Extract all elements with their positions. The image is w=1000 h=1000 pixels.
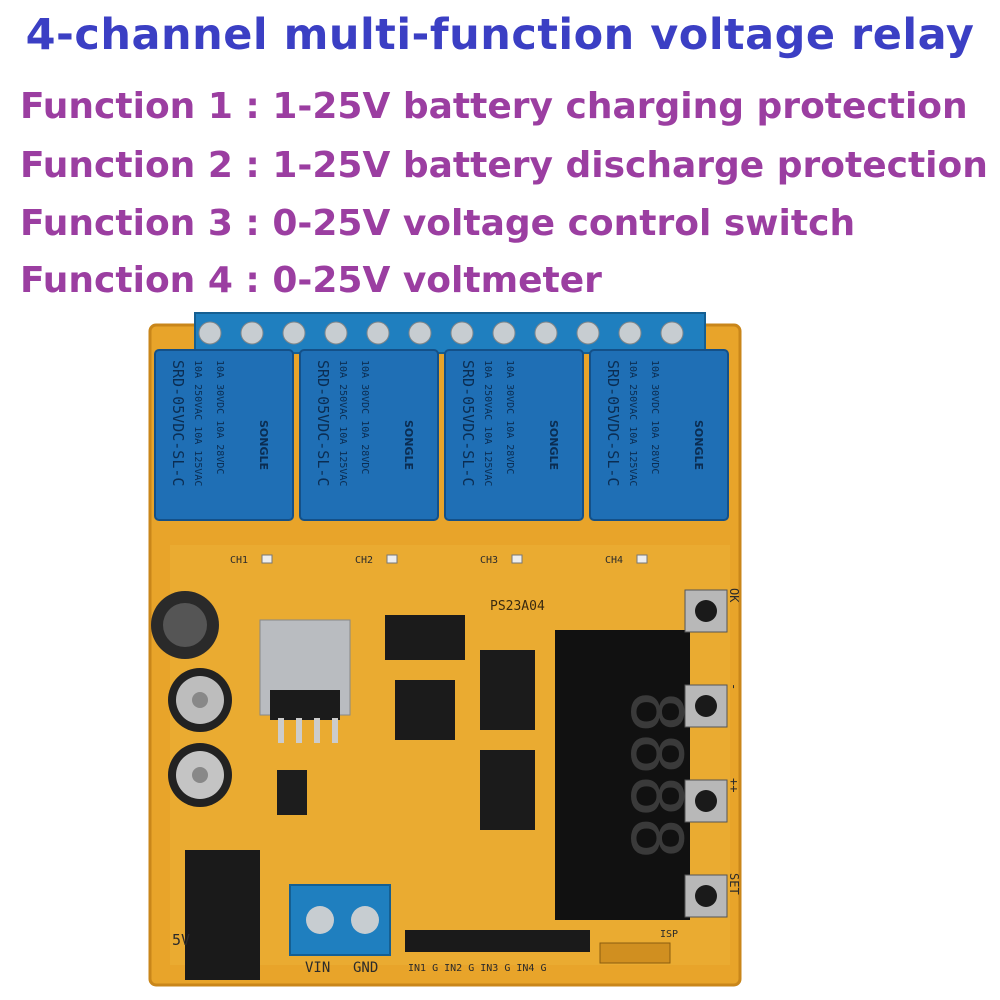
terminal-screw xyxy=(618,321,642,345)
channel-label: CH1 xyxy=(230,555,248,566)
relay-spec-text: 10A 30VDC 10A 28VDC xyxy=(214,360,225,474)
vin-gnd-terminal: VIN GND xyxy=(289,884,391,976)
relay-spec-text: SRD-05VDC-SL-C xyxy=(314,360,332,486)
function-4-text: Function 4 : 0-25V voltmeter xyxy=(20,260,602,301)
function-1-text: Function 1 : 1-25V battery charging prot… xyxy=(20,86,968,127)
pin-header-label: IN1 G IN2 G IN3 G IN4 G xyxy=(408,963,546,974)
relay: SRD-05VDC-SL-C 10A 250VAC 10A 125VAC 10A 3… xyxy=(299,349,439,521)
relay-spec-text: 10A 30VDC 10A 28VDC xyxy=(649,360,660,474)
relay-spec-text: SRD-05VDC-SL-C xyxy=(169,360,187,486)
seven-segment-display: 8888 xyxy=(555,630,697,920)
relay-spec-text: SRD-05VDC-SL-C xyxy=(604,360,622,486)
terminal-screw xyxy=(198,321,222,345)
push-button-cap xyxy=(695,790,717,812)
channel-label: CH2 xyxy=(355,555,373,566)
input-pin-header xyxy=(405,930,590,952)
channel-labels: CH1 CH2 CH3 CH4 xyxy=(230,554,648,566)
button-label: SET xyxy=(727,873,741,895)
relay-spec-text: 10A 30VDC 10A 28VDC xyxy=(359,360,370,474)
push-button xyxy=(684,779,728,823)
channel-label: CH4 xyxy=(605,555,623,566)
button-label: OK xyxy=(727,588,741,603)
function-2-text: Function 2 : 1-25V battery discharge pro… xyxy=(20,145,988,186)
board-model: PS23A04 xyxy=(490,599,545,614)
channel-label: CH3 xyxy=(480,555,498,566)
channel-led xyxy=(386,554,398,564)
terminal-screw xyxy=(282,321,306,345)
terminal-screw xyxy=(324,321,348,345)
channel-led xyxy=(261,554,273,564)
button-label: - xyxy=(727,683,741,690)
gnd-label: GND xyxy=(353,960,378,976)
terminal-screw xyxy=(366,321,390,345)
function-3-text: Function 3 : 0-25V voltage control switc… xyxy=(20,203,856,244)
relay-brand: SONGLE xyxy=(692,420,705,470)
push-buttons: OK - ++ SET xyxy=(684,588,741,918)
relay-terminal-strip xyxy=(194,312,706,354)
power-label: 5V xyxy=(172,931,190,949)
capacitors xyxy=(151,591,232,807)
channel-led xyxy=(636,554,648,564)
relay-board-photo: SRD-05VDC-SL-C 10A 250VAC 10A 125VAC 10A 3… xyxy=(148,312,742,987)
relays: SRD-05VDC-SL-C 10A 250VAC 10A 125VAC 10A 3… xyxy=(154,349,729,521)
ics xyxy=(385,615,535,830)
terminal-screw xyxy=(660,321,684,345)
relay: SRD-05VDC-SL-C 10A 250VAC 10A 125VAC 10A 3… xyxy=(589,349,729,521)
terminal-screw xyxy=(240,321,264,345)
voltage-regulator xyxy=(259,619,351,743)
relay-brand: SONGLE xyxy=(402,420,415,470)
relay-spec-text: 10A 250VAC 10A 125VAC xyxy=(482,360,493,486)
button-label: ++ xyxy=(727,778,741,792)
push-button-cap xyxy=(695,600,717,622)
relay: SRD-05VDC-SL-C 10A 250VAC 10A 125VAC 10A 3… xyxy=(154,349,294,521)
push-button-cap xyxy=(695,885,717,907)
display-digits: 8888 xyxy=(615,691,697,860)
channel-led xyxy=(511,554,523,564)
terminal-screw xyxy=(534,321,558,345)
page-title: 4-channel multi-function voltage relay xyxy=(25,10,975,60)
terminal-screw xyxy=(408,321,432,345)
relay-spec-text: 10A 30VDC 10A 28VDC xyxy=(504,360,515,474)
terminal-screw xyxy=(492,321,516,345)
diode xyxy=(277,770,307,815)
terminal-screw xyxy=(576,321,600,345)
terminal-screw xyxy=(450,321,474,345)
relay-spec-text: 10A 250VAC 10A 125VAC xyxy=(337,360,348,486)
relay-brand: SONGLE xyxy=(257,420,270,470)
relay-brand: SONGLE xyxy=(547,420,560,470)
push-button-cap xyxy=(695,695,717,717)
relay-spec-text: SRD-05VDC-SL-C xyxy=(459,360,477,486)
isp-header xyxy=(599,942,671,964)
relay-spec-text: 10A 250VAC 10A 125VAC xyxy=(192,360,203,486)
relay-spec-text: 10A 250VAC 10A 125VAC xyxy=(627,360,638,486)
isp-label: ISP xyxy=(660,929,678,940)
dc-power-jack xyxy=(185,850,260,980)
vin-label: VIN xyxy=(305,960,330,976)
relay: SRD-05VDC-SL-C 10A 250VAC 10A 125VAC 10A 3… xyxy=(444,349,584,521)
